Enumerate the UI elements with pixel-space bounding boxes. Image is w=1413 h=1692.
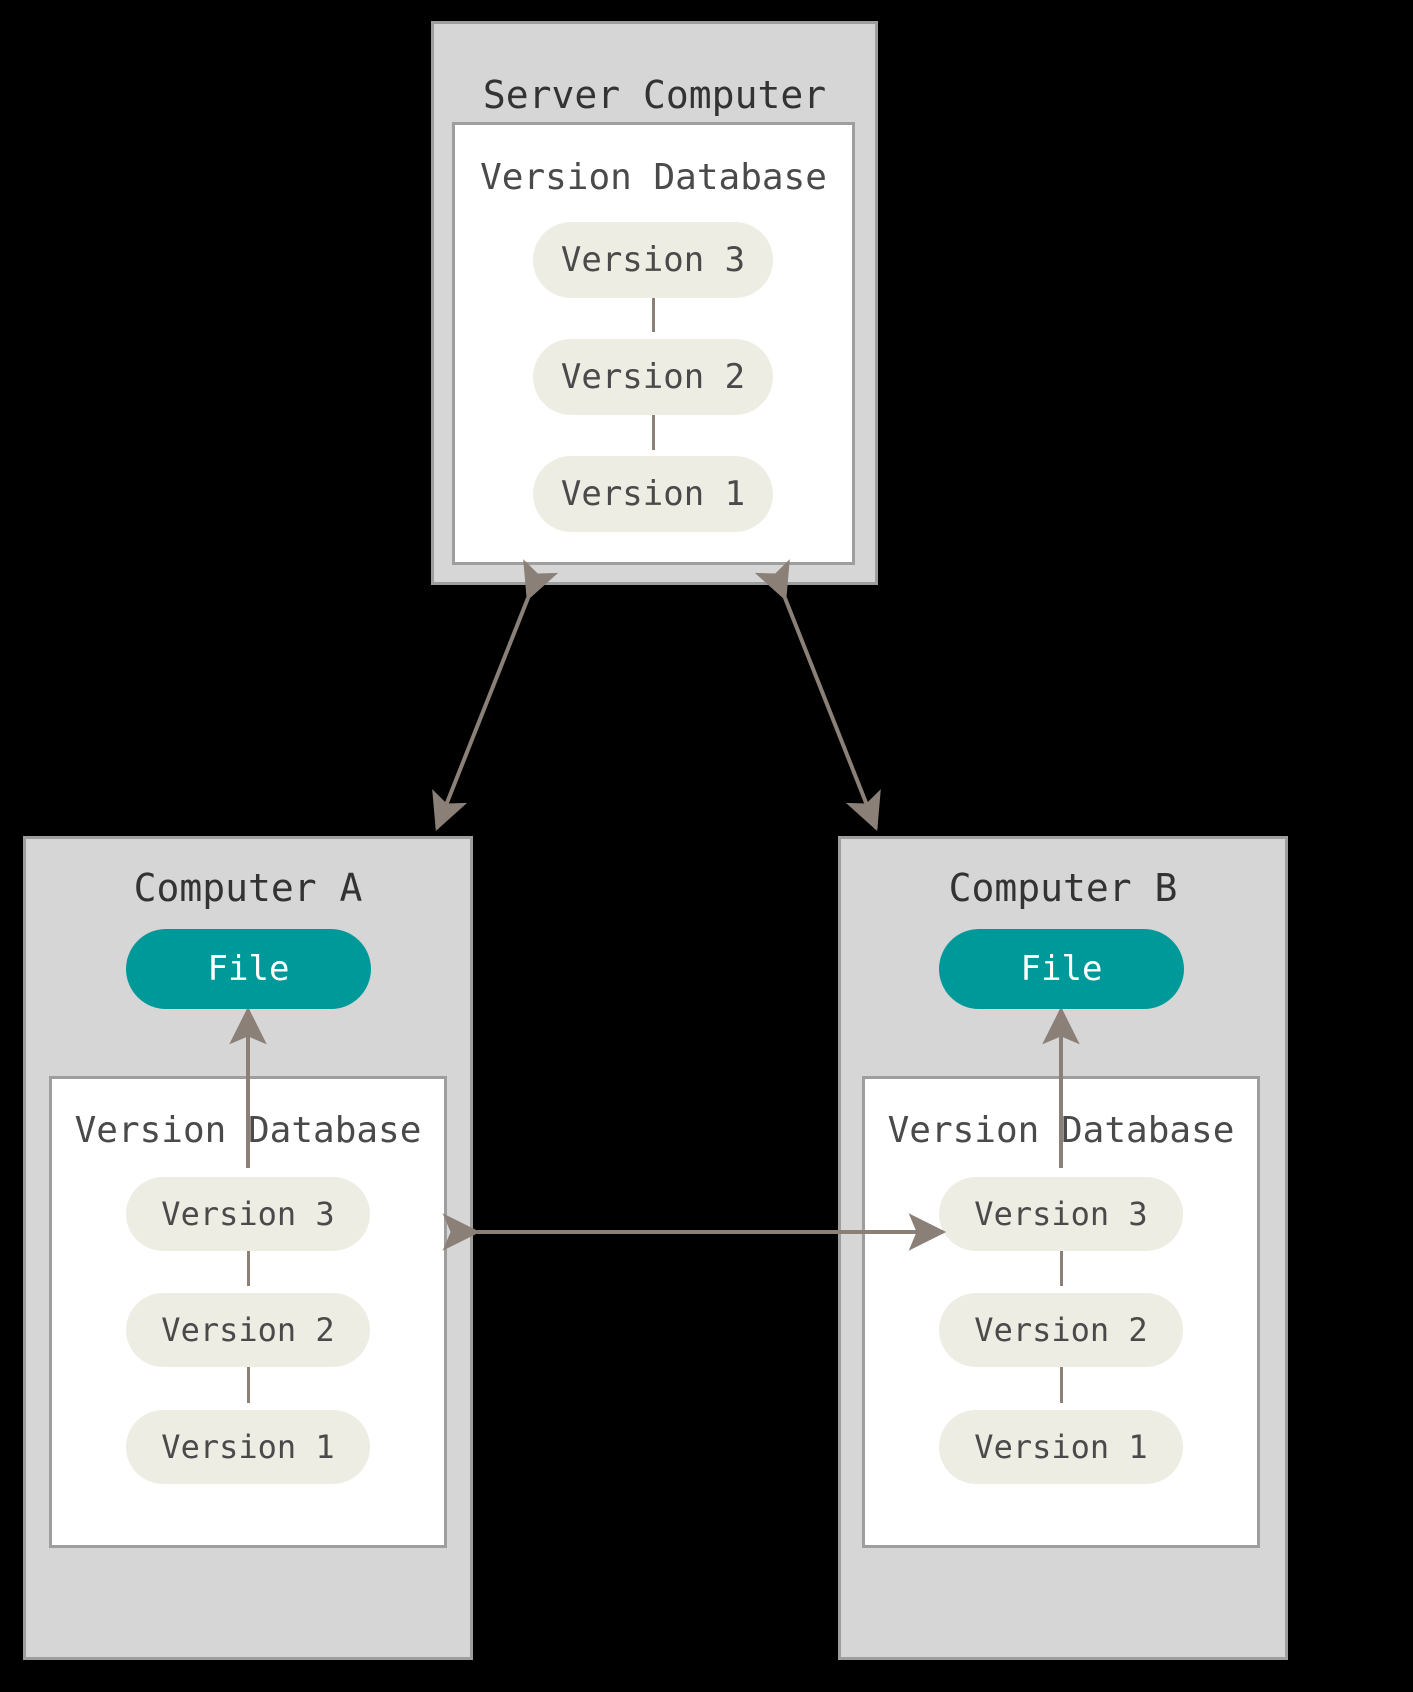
computer-a-version-pill-2[interactable]: Version 2 bbox=[126, 1293, 370, 1367]
computer-b-file-pill[interactable]: File bbox=[939, 929, 1184, 1009]
server-computer-title: Server Computer bbox=[482, 73, 827, 117]
computer-a-file-pill[interactable]: File bbox=[126, 929, 371, 1009]
server-version-database-title: Version Database bbox=[480, 157, 827, 198]
arrow-server-to-computer-a bbox=[432, 559, 559, 831]
computer-b-title: Computer B bbox=[948, 866, 1178, 910]
server-version-pill-2[interactable]: Version 2 bbox=[533, 339, 773, 415]
server-version-pill-1[interactable]: Version 1 bbox=[533, 456, 773, 532]
computer-b-version-database-title: Version Database bbox=[887, 1110, 1235, 1151]
connector-a-v2-v1 bbox=[247, 1363, 250, 1403]
connector-a-v3-v2 bbox=[247, 1246, 250, 1286]
computer-a-version-pill-1[interactable]: Version 1 bbox=[126, 1410, 370, 1484]
connector-server-v2-v1 bbox=[652, 410, 655, 450]
computer-a-version-pill-3[interactable]: Version 3 bbox=[126, 1177, 370, 1251]
server-version-pill-3[interactable]: Version 3 bbox=[533, 222, 773, 298]
connector-b-v3-v2 bbox=[1060, 1246, 1063, 1286]
connector-server-v3-v2 bbox=[652, 292, 655, 332]
computer-b-version-pill-1[interactable]: Version 1 bbox=[939, 1410, 1183, 1484]
computer-a-version-database-title: Version Database bbox=[74, 1110, 422, 1151]
connector-b-v2-v1 bbox=[1060, 1363, 1063, 1403]
arrow-server-to-computer-b bbox=[754, 559, 881, 831]
computer-b-version-pill-3[interactable]: Version 3 bbox=[939, 1177, 1183, 1251]
computer-a-title: Computer A bbox=[133, 866, 363, 910]
computer-b-version-pill-2[interactable]: Version 2 bbox=[939, 1293, 1183, 1367]
